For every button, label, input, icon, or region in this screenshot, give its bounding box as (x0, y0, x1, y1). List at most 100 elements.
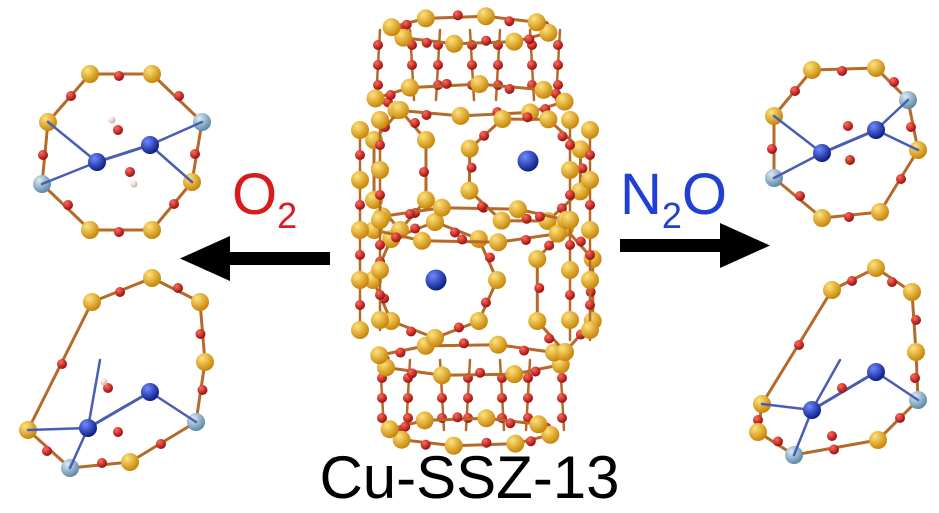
cu-atom (867, 121, 885, 139)
o-atom (377, 393, 387, 403)
o-atom (57, 359, 67, 369)
o-atom (843, 121, 853, 131)
o-atom (794, 340, 804, 350)
si-atom (548, 224, 567, 243)
o-atom (505, 418, 516, 429)
si-atom (460, 139, 479, 158)
o-atom (484, 252, 495, 263)
o-atom (355, 300, 365, 310)
o-atom (896, 174, 906, 184)
o-atom (437, 413, 447, 423)
o-atom (889, 77, 899, 87)
si-atom (581, 221, 599, 239)
o-atom (585, 250, 595, 260)
o-atom (169, 199, 179, 209)
si-atom (561, 261, 579, 279)
si-atom (121, 453, 139, 471)
si-atom (416, 130, 435, 149)
o-atom (403, 413, 413, 423)
o-atom (375, 240, 385, 250)
si-atom (505, 365, 524, 384)
si-atom (529, 415, 548, 434)
o-atom (827, 431, 837, 441)
si-atom (380, 420, 399, 439)
o-atom (115, 287, 125, 297)
si-atom (867, 59, 885, 77)
bond (86, 390, 152, 430)
si-atom (555, 92, 574, 111)
o-atom (544, 333, 555, 344)
o-atom (790, 86, 800, 96)
o-atom (837, 383, 847, 393)
si-atom (534, 80, 553, 99)
o-atom (405, 209, 416, 220)
cu-atom (88, 153, 106, 171)
o-atom (401, 19, 412, 30)
si-atom (83, 293, 101, 311)
si-atom (561, 111, 579, 129)
o-atom (565, 240, 575, 250)
bond (820, 128, 878, 155)
si-atom (581, 121, 599, 139)
si-atom (470, 75, 489, 94)
o-atom (355, 150, 365, 160)
o-atom (565, 290, 575, 300)
o-atom (114, 227, 124, 237)
si-atom (371, 111, 389, 129)
si-atom (907, 343, 925, 361)
o-atom (557, 373, 567, 383)
si-atom (426, 213, 444, 231)
o-atom (407, 60, 417, 70)
cu-atom (79, 419, 97, 437)
o-atom (575, 236, 586, 247)
cu-atom (813, 144, 831, 162)
si-atom (81, 221, 99, 239)
o-atom (457, 234, 468, 245)
o-atom (906, 122, 916, 132)
o-atom (418, 166, 429, 177)
arrow-to-n2o-products (620, 223, 770, 268)
bond (148, 390, 198, 424)
si-atom (143, 65, 161, 83)
o-atom (837, 66, 847, 76)
o-atom (400, 421, 411, 432)
si-atom (351, 271, 369, 289)
o-atom (66, 91, 76, 101)
o-atom (525, 436, 536, 447)
si-atom (561, 311, 579, 329)
o-atom (530, 366, 541, 377)
o-atom (479, 130, 490, 141)
si-atom (143, 269, 161, 287)
o-atom (753, 415, 763, 425)
si-atom (390, 101, 409, 120)
si-atom (803, 61, 821, 79)
si-atom (426, 329, 444, 347)
bond (86, 358, 102, 430)
si-atom (561, 161, 579, 179)
o-atom (375, 190, 385, 200)
si-atom (581, 321, 599, 339)
n2o-product-top (765, 59, 927, 227)
o-atom (466, 162, 477, 173)
o-atom (373, 80, 383, 90)
o-atom (475, 367, 486, 378)
o-atom (557, 131, 568, 142)
arrow-to-o2-products (180, 236, 330, 281)
o-atom (458, 338, 469, 349)
o-atom (114, 71, 124, 81)
si-atom (371, 211, 389, 229)
si-atom (392, 430, 411, 449)
si-atom (432, 198, 451, 217)
o-atom (463, 393, 473, 403)
o-atom (522, 112, 533, 123)
si-atom (371, 261, 389, 279)
si-atom (488, 271, 506, 289)
o-atom (534, 283, 545, 294)
o-atom (476, 201, 487, 212)
o-atom (523, 393, 533, 403)
si-atom (445, 34, 464, 53)
si-atom (400, 78, 419, 97)
o-atom (375, 140, 385, 150)
o-atom (103, 383, 113, 393)
